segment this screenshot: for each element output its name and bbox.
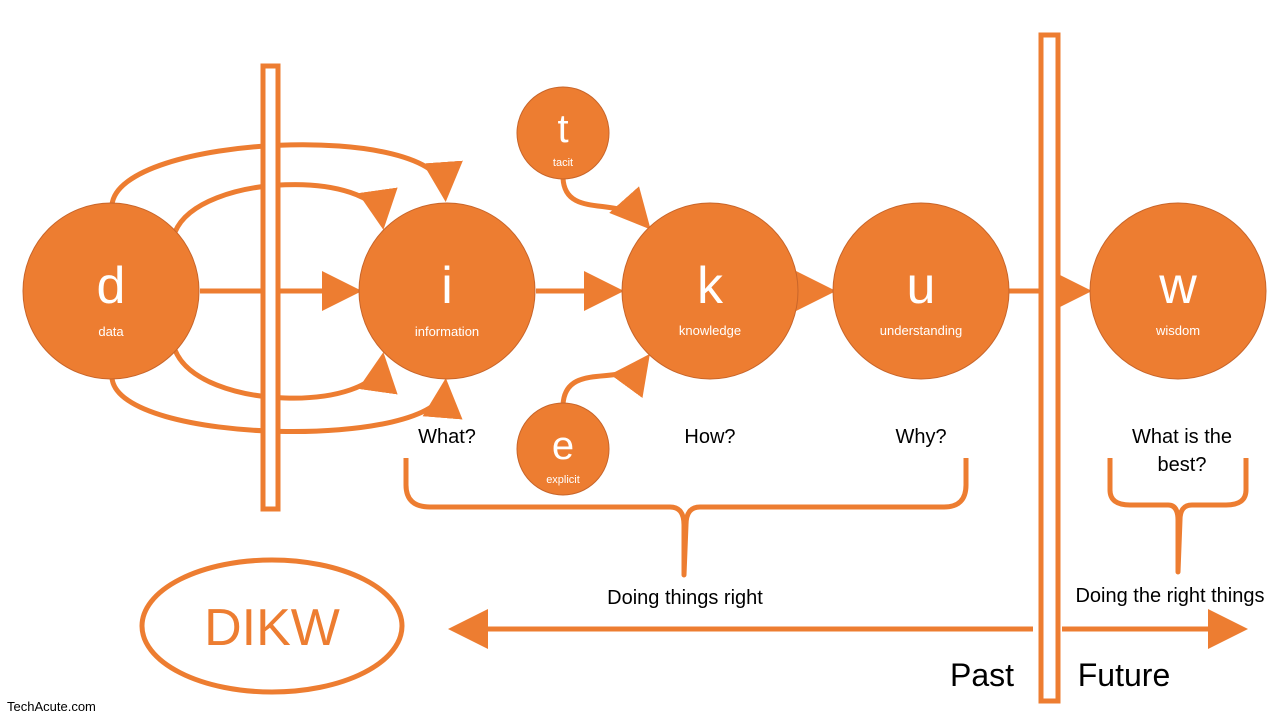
timeline-past-label: Past xyxy=(950,657,1014,693)
dikw-logo-text: DIKW xyxy=(204,599,340,657)
node-information: i information xyxy=(358,202,536,380)
node-knowledge-letter: k xyxy=(697,257,724,315)
caption-doing-things-right: Doing things right xyxy=(607,587,763,609)
node-explicit-letter: e xyxy=(552,424,574,468)
node-explicit-label: explicit xyxy=(546,474,580,486)
node-wisdom: w wisdom xyxy=(1089,202,1267,380)
t-to-k-arrow xyxy=(560,177,651,230)
node-data-label: data xyxy=(98,324,124,339)
node-understanding-label: understanding xyxy=(880,323,962,338)
node-data: d data xyxy=(22,202,200,380)
brace-doing-things-right xyxy=(403,458,969,578)
node-understanding: u understanding xyxy=(832,202,1010,380)
node-knowledge: k knowledge xyxy=(621,202,799,380)
dikw-logo: DIKW xyxy=(139,557,405,695)
node-tacit-letter: t xyxy=(557,107,568,151)
question-why: Why? xyxy=(895,426,946,448)
data-information-divider xyxy=(260,63,281,512)
e-to-k-arrow xyxy=(560,353,650,406)
d-to-i-inner-bottom-arrow xyxy=(172,348,398,401)
node-understanding-letter: u xyxy=(907,257,936,315)
question-best-line2: best? xyxy=(1158,454,1207,476)
d-to-i-inner-top-arrow xyxy=(172,182,398,234)
question-how: How? xyxy=(684,426,735,448)
node-wisdom-letter: w xyxy=(1158,257,1197,315)
node-information-label: information xyxy=(415,324,479,339)
node-knowledge-label: knowledge xyxy=(679,323,741,338)
brace-doing-right-things xyxy=(1107,458,1249,575)
question-what: What? xyxy=(418,426,476,448)
node-data-letter: d xyxy=(97,257,126,315)
caption-doing-right-things: Doing the right things xyxy=(1075,585,1264,607)
question-best-line1: What is the xyxy=(1132,426,1232,448)
node-explicit: e explicit xyxy=(516,402,610,496)
node-tacit: t tacit xyxy=(516,86,610,180)
node-tacit-label: tacit xyxy=(553,157,573,169)
timeline-future-label: Future xyxy=(1078,657,1170,693)
node-wisdom-label: wisdom xyxy=(1155,323,1200,338)
chain-arrows xyxy=(536,177,1092,406)
node-information-letter: i xyxy=(441,257,453,315)
past-future-divider xyxy=(1038,32,1061,704)
credit-text: TechAcute.com xyxy=(7,699,96,714)
